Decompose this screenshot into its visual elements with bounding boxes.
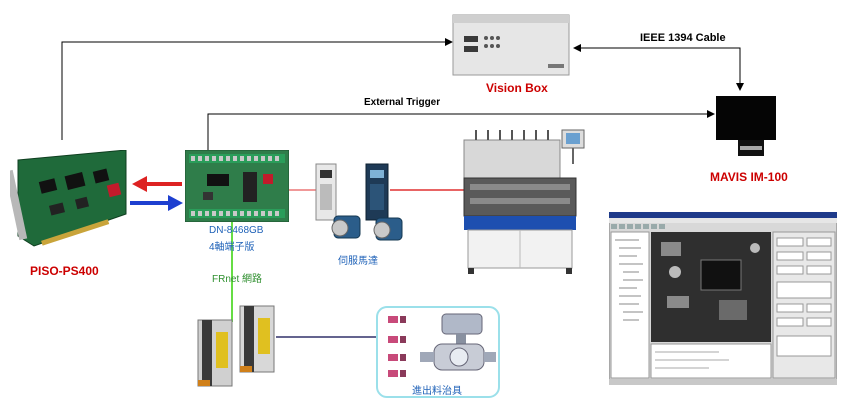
servo-label: 伺服馬達 — [338, 256, 378, 267]
terminal-board-icon — [184, 149, 290, 223]
external-trigger-line — [207, 110, 715, 150]
frnet-label: FRnet 網路 — [212, 274, 263, 285]
mavis-label: MAVIS IM-100 — [710, 170, 788, 184]
piso-label: PISO-PS400 — [30, 264, 99, 278]
pci-card-icon — [4, 149, 130, 254]
ieee1394-cable-line — [573, 44, 744, 91]
feeder-label: 進出料治具 — [412, 386, 462, 397]
external-trigger-label: External Trigger — [364, 97, 441, 108]
vision-box-icon — [452, 14, 570, 76]
dn-desc-label: 4軸端子版 — [209, 242, 255, 253]
vision-box-label: Vision Box — [486, 81, 548, 95]
ieee-cable-label: IEEE 1394 Cable — [640, 32, 726, 44]
camera-icon — [716, 96, 776, 160]
machine-icon — [456, 128, 596, 276]
dn-model-label: DN-8468GB — [209, 225, 264, 236]
feeder-icon — [376, 306, 500, 398]
io-module-icon — [196, 302, 278, 388]
card-to-visionbox-line — [61, 38, 453, 140]
servo-motor-icon — [314, 162, 406, 248]
signal-out-arrow — [132, 176, 182, 192]
software-screenshot-icon — [608, 211, 838, 386]
signal-in-arrow — [130, 195, 183, 211]
